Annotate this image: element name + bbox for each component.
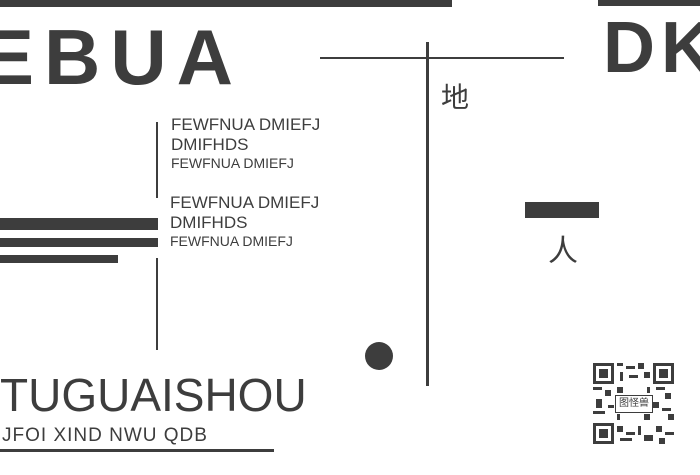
chinese-char-di: 地 bbox=[441, 81, 470, 114]
text-block-2: FEWFNUA DMIEFJ DMIFHDS FEWFNUA DMIEFJ bbox=[170, 193, 319, 250]
chinese-char-ren: 人 bbox=[548, 234, 578, 269]
vertical-rule-text-1 bbox=[156, 122, 158, 198]
text-block-1-line1: FEWFNUA DMIEFJ bbox=[171, 115, 321, 134]
vertical-rule-center bbox=[426, 42, 429, 386]
left-bar-2 bbox=[0, 238, 158, 247]
text-block-2-line2: DMIFHDS bbox=[170, 213, 248, 233]
circle-dot bbox=[365, 342, 393, 370]
qr-badge: 图怪兽 bbox=[615, 395, 653, 413]
brand-title: TUGUAISHOU bbox=[0, 369, 307, 421]
text-block-2-line1: FEWFNUA DMIEFJ bbox=[170, 193, 320, 212]
text-block-1-line2: DMIFHDS bbox=[171, 135, 249, 155]
vertical-rule-text-2 bbox=[156, 258, 158, 350]
headline-left: EBUA bbox=[0, 13, 244, 101]
text-block-2-line3: FEWFNUA DMIEFJ bbox=[170, 233, 293, 250]
text-block-1-line3: FEWFNUA DMIEFJ bbox=[171, 155, 294, 172]
qr-code-icon: 图怪兽 bbox=[593, 363, 674, 444]
left-bar-3 bbox=[0, 255, 118, 263]
headline-right: DK bbox=[603, 8, 700, 88]
left-bar-1 bbox=[0, 218, 158, 230]
brand-underline bbox=[0, 449, 274, 452]
brand-subtitle: JFOI XIND NWU QDB bbox=[2, 425, 208, 446]
right-accent-bar bbox=[525, 202, 599, 218]
top-bar-left bbox=[0, 0, 452, 7]
horizontal-rule-top bbox=[320, 57, 564, 59]
top-bar-right bbox=[598, 0, 700, 6]
text-block-1: FEWFNUA DMIEFJ DMIFHDS FEWFNUA DMIEFJ bbox=[171, 115, 320, 172]
